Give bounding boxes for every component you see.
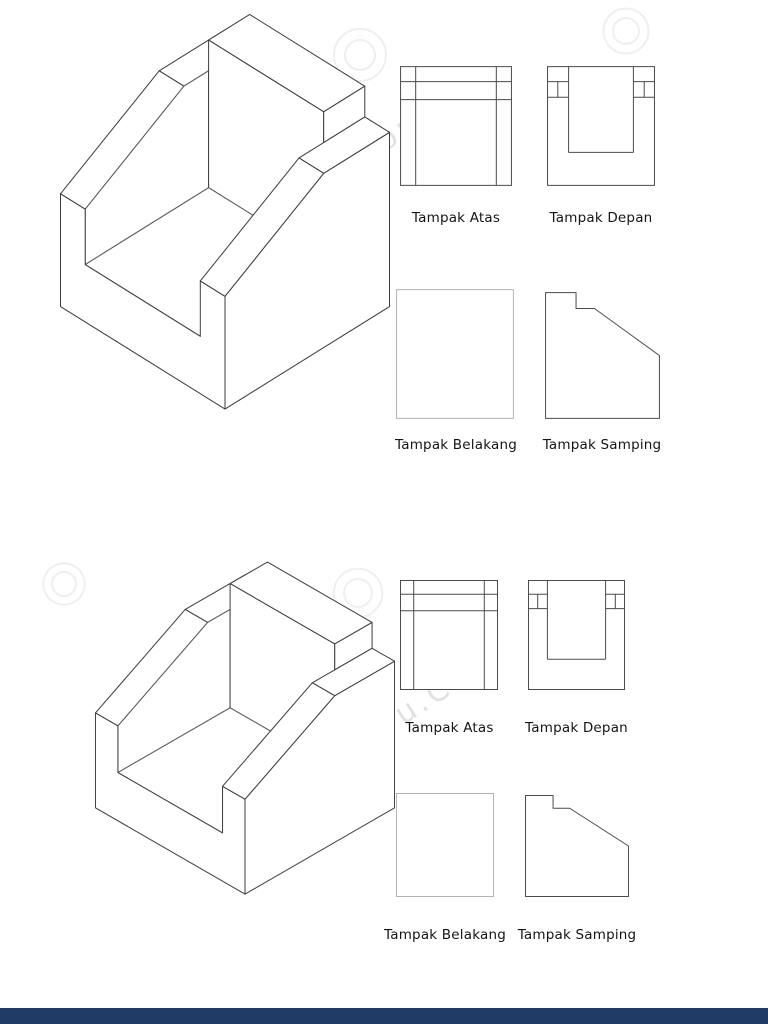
side-view-drawing [545,292,660,419]
isometric-view-drawing [60,12,390,422]
front-view-label: Tampak Depan [525,720,628,736]
side-view-label: Tampak Samping [542,437,662,453]
top-view-label: Tampak Atas [411,210,501,226]
top-view-drawing [400,580,498,690]
back-view-label: Tampak Belakang [384,927,506,943]
side-view-label: Tampak Samping [517,927,637,943]
watermark-swirl-icon [40,560,88,608]
front-view-label: Tampak Depan [549,210,653,226]
exercise-panel-2: KaryaGuru.Com Tampak Atas Tampak Depan T… [0,545,768,1008]
back-view-drawing [396,289,514,419]
footer-bar [0,1008,768,1024]
top-view-label: Tampak Atas [405,720,494,736]
isometric-view-drawing [95,560,395,905]
side-view-drawing [525,795,629,897]
front-view-drawing [547,66,655,186]
back-view-label: Tampak Belakang [395,437,517,453]
front-view-drawing [528,580,625,690]
back-view-drawing [396,793,494,897]
watermark-swirl-icon [600,5,652,57]
exercise-panel-1: KaryaGuru.Com Tampak Atas Tampak Depan T… [0,0,662,453]
top-view-drawing [400,66,512,186]
